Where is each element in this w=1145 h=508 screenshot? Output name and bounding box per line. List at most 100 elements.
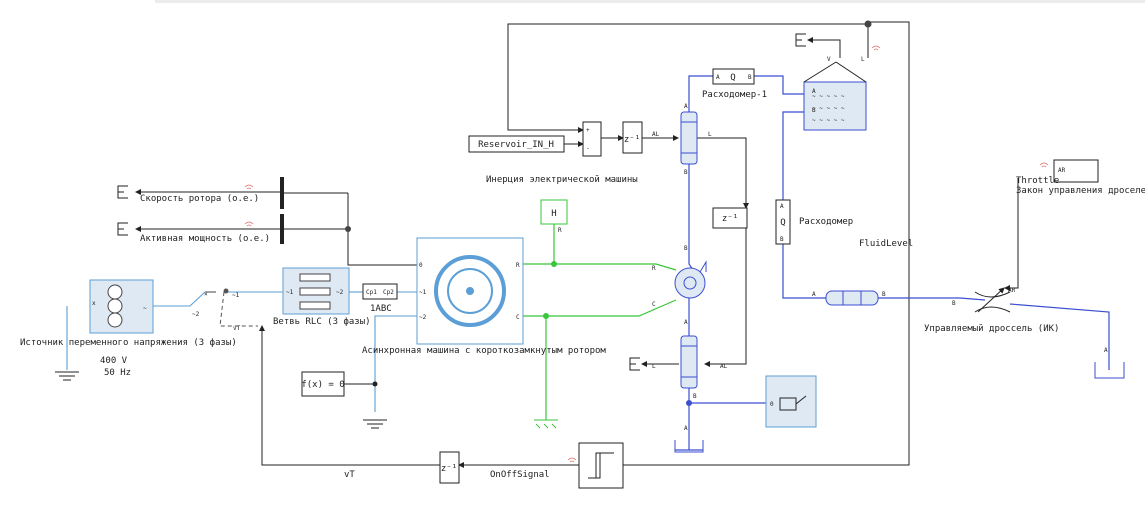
oil-can-block[interactable]: 0 [765,375,817,428]
fluid-level-label: FluidLevel [859,239,913,249]
svg-text:A: A [716,74,720,81]
voltage-source-block[interactable]: x ~ [89,279,154,334]
voltage-label: 400 V [100,356,128,366]
unit-delay-top[interactable]: z⁻¹ [622,121,643,154]
svg-text:L: L [708,131,712,138]
svg-text:~2: ~2 [336,289,344,296]
flowmeter1-block[interactable]: A Q B [712,68,755,85]
speed-meter[interactable] [280,177,284,209]
svg-text:B: B [882,291,886,298]
svg-text:+: + [586,127,590,134]
svg-text:A: A [684,103,688,110]
svg-text:B: B [684,245,688,252]
throttle-valve-label: Управляемый дроссель (ИК) [924,324,1059,334]
svg-text:A: A [684,319,688,326]
inertia-block[interactable]: H R [540,199,568,234]
signal-lines [135,21,1019,468]
rlc-branch-block[interactable]: ~1 ~2 [282,267,350,315]
throttle-law-block[interactable]: AR [1053,159,1099,183]
svg-text:Cp2: Cp2 [383,289,394,296]
svg-text:A: A [1104,347,1108,354]
svg-text:f(x) = 0: f(x) = 0 [301,380,344,390]
svg-text:R: R [558,227,562,234]
abc-connector[interactable]: Cp1 Cp2 [362,283,398,300]
source-label: Источник переменного напряжения (3 фазы) [20,338,237,348]
svg-text:Q: Q [780,218,785,228]
reservoir-label: Reservoir_IN_H [478,140,554,150]
svg-text:0: 0 [770,401,774,408]
svg-text:R: R [516,262,520,269]
outlet-tank-right: A [1094,347,1125,379]
svg-text:A: A [684,425,688,432]
induction-machine-block[interactable]: 0 ~1 ~2 R C [416,237,524,345]
svg-text:V: V [827,56,831,63]
hydraulic-cylinder-bottom[interactable]: L AL B A [652,335,728,432]
terminator-level [795,33,806,47]
throttle-title: Throttle [1016,176,1059,186]
svg-text:B: B [693,393,697,400]
svg-text:~1: ~1 [286,289,294,296]
svg-text:A: A [812,291,816,298]
svg-text:A: A [812,88,816,95]
svg-text:B: B [812,107,816,114]
throttle-law-label: Закон управления дроселем [1016,186,1145,196]
svg-text:~2: ~2 [192,311,200,318]
hydraulic-lines [675,75,1110,451]
svg-text:~ ~ ~ ~ ~: ~ ~ ~ ~ ~ [812,117,845,124]
tank-block[interactable]: ~ ~ ~ ~ ~ ~ ~ ~ ~ ~ ~ ~ ~ ~ ~ V L A B [803,56,867,131]
svg-text:×: × [204,291,208,298]
throttle-valve[interactable]: B AR [952,287,1016,313]
flowmeter2-block[interactable]: A Q B [775,199,791,245]
svg-text:x: x [92,300,96,307]
switch-block[interactable]: × ~1 ~2 vT [192,291,241,332]
svg-text:R: R [652,265,656,272]
abc-label: 1ABC [370,304,392,314]
mechanical-ground [534,419,558,429]
svg-text:z⁻¹: z⁻¹ [624,135,640,145]
sum-block[interactable]: + - [582,121,602,157]
svg-text:AR: AR [1008,287,1016,294]
svg-text:~2: ~2 [419,314,427,321]
outlet-tank-bottom [674,440,704,453]
solver-config-block[interactable]: f(x) = 0 [301,371,345,397]
svg-text:0: 0 [419,262,423,269]
mechanical-lines [523,224,677,420]
svg-text:B: B [748,74,752,81]
hydraulic-cylinder-top[interactable]: A B L [680,103,712,176]
svg-text:B: B [684,169,688,176]
svg-text:AL: AL [652,131,660,138]
svg-text:-: - [586,145,590,152]
unit-delay-middle[interactable]: z⁻¹ [712,207,748,229]
svg-text:~1: ~1 [419,289,427,296]
top-scroll-strip [155,0,1145,3]
reservoir-block[interactable]: Reservoir_IN_H [468,135,565,153]
onoff-block[interactable] [578,442,624,489]
flowmeter2-label: Расходомер [799,217,853,227]
vt-label: vT [344,470,355,480]
frequency-label: 50 Hz [104,368,131,378]
svg-text:vT: vT [233,325,241,332]
junction-top [864,20,872,28]
pump-block[interactable]: R C B A [652,245,707,326]
pipe-block[interactable]: A B [812,290,886,306]
svg-text:B: B [952,300,956,307]
svg-text:C: C [516,314,520,321]
electrical-ground [55,371,387,429]
svg-text:L: L [652,363,656,370]
inertia-label: Инерция электрической машины [486,175,638,185]
svg-text:H: H [551,209,556,219]
terminator-speed [117,185,128,199]
flowmeter1-label: Расходомер-1 [702,90,767,100]
power-label: Активная мощность (о.е.) [140,234,270,244]
svg-text:AR: AR [1058,167,1066,174]
svg-text:z⁻¹: z⁻¹ [441,464,457,474]
svg-text:~: ~ [143,305,147,312]
signal-logger-icons [244,45,1049,463]
terminator-cyl2 [629,357,640,371]
unit-delay-bottom[interactable]: z⁻¹ [439,451,460,484]
power-meter[interactable] [280,214,284,244]
onoff-label: OnOffSignal [490,470,550,480]
electrical-lines [66,288,417,412]
machine-label: Асинхронная машина с короткозамкнутым ро… [362,346,606,356]
